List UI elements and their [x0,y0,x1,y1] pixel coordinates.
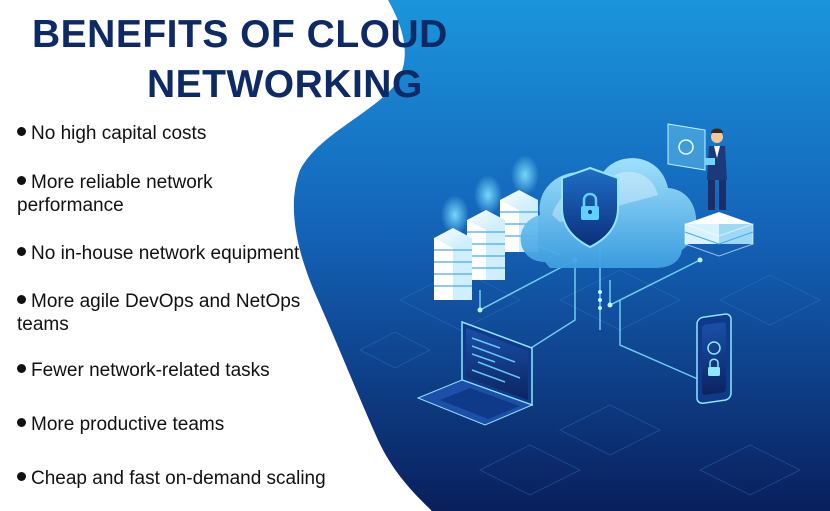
bullet-dot-icon [17,176,26,186]
person-with-tablet-icon [667,123,754,257]
bullet-item: No in-house network equipment [17,242,299,265]
slide-title-line-2: NETWORKING [147,63,423,106]
bullet-dot-icon [17,127,26,137]
bullet-text: More agile DevOps and NetOps [31,291,301,312]
bullet-item: Cheap and fast on-demand scaling [17,467,326,490]
bullet-dot-icon [17,418,26,428]
bullet-text: No in-house network equipment [31,243,300,264]
bullet-text-continued: performance [17,195,124,216]
bullet-dot-icon [17,295,26,305]
bullet-text: Fewer network-related tasks [31,360,270,381]
bullet-text: More productive teams [31,414,225,435]
smartphone-icon [696,313,732,405]
server-stack-icon [434,155,539,300]
bullet-item: Fewer network-related tasks [17,359,270,382]
bullet-item: No high capital costs [17,122,206,145]
bullet-dot-icon [17,247,26,257]
shield-lock-icon [561,166,619,249]
laptop-icon [416,320,534,426]
bullet-text: More reliable network [31,172,213,193]
bullet-text: Cheap and fast on-demand scaling [31,468,326,489]
bullet-text-continued: teams [17,314,69,335]
bullet-dot-icon [17,364,26,374]
bullet-item: More productive teams [17,413,224,436]
bullet-dot-icon [17,472,26,482]
bullet-text: No high capital costs [31,123,207,144]
slide-title-line-1: BENEFITS OF CLOUD [32,13,448,56]
